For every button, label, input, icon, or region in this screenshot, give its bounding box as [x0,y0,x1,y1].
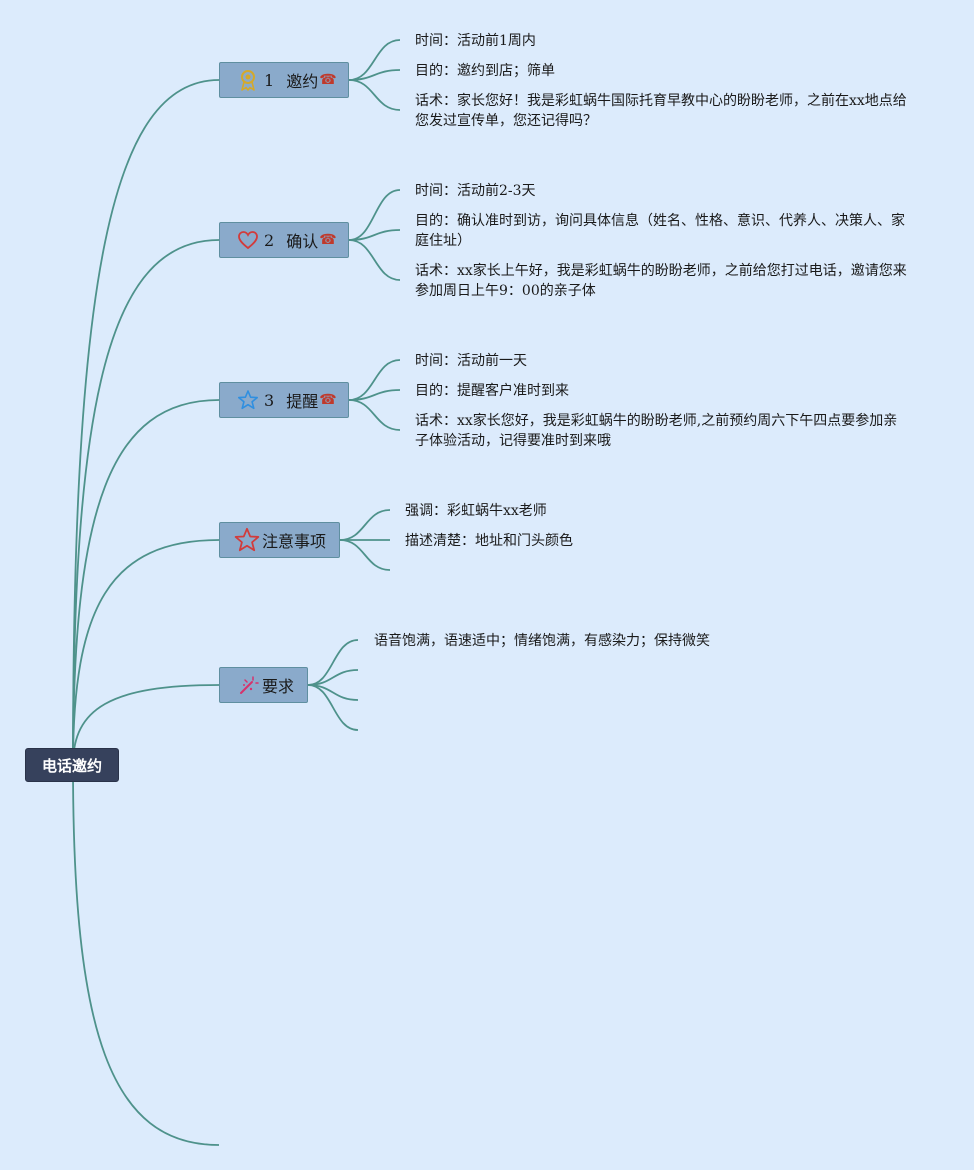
leaf-item[interactable]: 目的：确认准时到访，询问具体信息（姓名、性格、意识、代养人、决策人、家庭住址） [415,213,905,249]
connector-line [348,359,401,401]
connector-line [348,79,401,111]
leaf-item[interactable]: 时间：活动前1周内 [415,33,536,49]
telephone-icon: ☎ [319,392,337,408]
topic-invite[interactable]: 1 邀约 ☎ [219,62,349,98]
topic-number: 2 [264,230,275,250]
connector-line [72,79,220,766]
connector-line [72,399,220,766]
leaf-item[interactable]: 目的：提醒客户准时到来 [415,383,569,399]
magic-wand-icon [236,673,260,697]
connector-line [72,539,220,766]
root-node[interactable]: 电话邀约 [25,748,119,782]
leaf-item[interactable]: 强调：彩虹蜗牛xx老师 [405,503,547,519]
root-label: 电话邀约 [41,756,102,775]
heart-icon [236,228,260,252]
topic-label: 确认 [286,232,319,251]
topic-label: 注意事项 [262,532,327,551]
award-ribbon-icon [236,68,260,92]
topic-number: 1 [264,70,275,90]
topic-notes[interactable]: 注意事项 [219,522,340,558]
connector-line [348,189,401,241]
connector-line [348,239,401,281]
topic-number: 3 [264,390,275,410]
topic-label: 邀约 [286,72,319,91]
topic-label: 要求 [262,677,295,696]
topic-remind[interactable]: 3 提醒 ☎ [219,382,349,418]
leaf-item[interactable]: 时间：活动前一天 [415,353,527,369]
connector-line [72,684,220,766]
leaf-item[interactable]: 描述清楚：地址和门头颜色 [405,533,573,549]
connector-line [72,764,220,1146]
topic-label: 提醒 [286,392,319,411]
leaf-item[interactable]: 目的：邀约到店；筛单 [415,63,555,79]
connector-line [72,239,220,766]
leaf-item[interactable]: 话术：xx家长上午好，我是彩虹蜗牛的盼盼老师，之前给您打过电话，邀请您来参加周日… [415,263,907,299]
connector-line [348,39,401,81]
connector-line [339,539,391,571]
connector-line [339,509,391,541]
topic-confirm[interactable]: 2 确认 ☎ [219,222,349,258]
connector-line [348,399,401,431]
star-outline-red-icon [234,527,260,553]
connector-line [348,229,401,241]
telephone-icon: ☎ [319,232,337,248]
leaf-item[interactable]: 话术：家长您好！我是彩虹蜗牛国际托育早教中心的盼盼老师，之前在xx地点给您发过宣… [415,93,907,129]
leaf-item[interactable]: 语音饱满，语速适中；情绪饱满，有感染力；保持微笑 [374,633,710,649]
leaf-item[interactable]: 话术：xx家长您好，我是彩虹蜗牛的盼盼老师,之前预约周六下午四点要参加亲子体验活… [415,413,898,449]
star-outline-blue-icon [236,388,260,412]
leaf-item[interactable]: 时间：活动前2-3天 [415,183,536,199]
telephone-icon: ☎ [319,72,337,88]
connector-line [307,684,359,731]
topic-requirements[interactable]: 要求 [219,667,308,703]
